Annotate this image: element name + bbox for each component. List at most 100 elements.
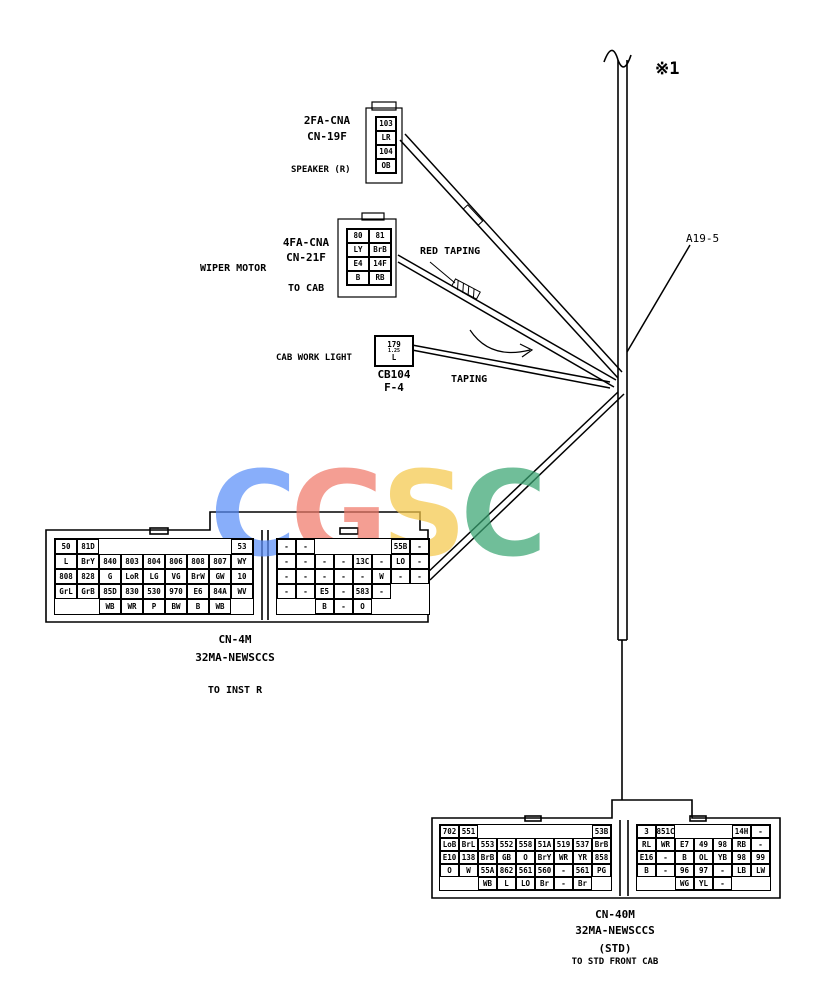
- front-right-pin-cell: 99: [751, 851, 770, 864]
- inst-left-pin-cell: LoR: [121, 569, 143, 584]
- marker-note: ※1: [655, 59, 680, 79]
- inst-left-pin-cell: 50: [55, 539, 77, 554]
- inst-right-pin-cell: [334, 539, 353, 554]
- front-left-pin-cell: BrL: [459, 838, 478, 851]
- front-left-pin-cell: 55A: [478, 864, 497, 877]
- front-right-pin-cell: 97: [694, 864, 713, 877]
- inst-left-pin-cell: 84A: [209, 584, 231, 599]
- inst-right-pin-cell: -: [296, 569, 315, 584]
- taping-label: TAPING: [451, 374, 488, 385]
- inst-left-pin-cell: B: [187, 599, 209, 614]
- inst-right-pin-cell: -: [334, 599, 353, 614]
- front-left-pin-cell: [440, 877, 459, 890]
- inst-right-pin-cell: -: [410, 554, 429, 569]
- inst-right-pin-cell: -: [410, 569, 429, 584]
- inst-right-pin-cell: [410, 599, 429, 614]
- inst-left-pin-cell: P: [143, 599, 165, 614]
- front-right-pin-cell: LB: [732, 864, 751, 877]
- inst-left-pin-cell: [55, 599, 77, 614]
- inst-connector-title1: CN-4M: [218, 633, 252, 646]
- front-right-pin-cell: LW: [751, 864, 770, 877]
- inst-left-pin-cell: LG: [143, 569, 165, 584]
- front-right-pin-cell: -: [751, 825, 770, 838]
- inst-connector-title2: 32MA-NEWSCCS: [195, 651, 275, 664]
- inst-left-pin-cell: BrW: [187, 569, 209, 584]
- wiper-pin-cell: BrB: [369, 243, 391, 257]
- inst-right-pin-cell: [372, 599, 391, 614]
- inst-left-pin-cell: WB: [99, 599, 121, 614]
- harness-branches: [397, 133, 691, 581]
- inst-connector-title3: TO INST R: [207, 685, 263, 696]
- inst-right-pin-cell: 13C: [353, 554, 372, 569]
- inst-left-pin-cell: GW: [209, 569, 231, 584]
- front-right-pin-cell: -: [713, 864, 732, 877]
- inst-left-pin-cell: L: [55, 554, 77, 569]
- front-left-pin-cell: PG: [592, 864, 611, 877]
- front-right-pin-cell: [675, 825, 694, 838]
- front-right-pin-cell: RL: [637, 838, 656, 851]
- inst-right-pin-cell: B: [315, 599, 334, 614]
- inst-right-pin-cell: -: [353, 569, 372, 584]
- speaker-pin-cell: 103: [376, 117, 396, 131]
- inst-left-pin-cell: 840: [99, 554, 121, 569]
- red-taping-mark: [429, 261, 481, 300]
- front-right-pin-cell: 851C: [656, 825, 675, 838]
- inst-left-pin-cell: 808: [187, 554, 209, 569]
- front-left-pin-cell: 862: [497, 864, 516, 877]
- front-right-pin-cell: 3: [637, 825, 656, 838]
- work-light-title2: F-4: [384, 381, 404, 394]
- inst-right-pin-cell: -: [372, 554, 391, 569]
- front-right-pin-cell: B: [637, 864, 656, 877]
- inst-left-pin-cell: 970: [165, 584, 187, 599]
- front-right-pin-cell: [656, 877, 675, 890]
- inst-left-pin-cell: WV: [231, 584, 253, 599]
- front-right-pin-cell: YL: [694, 877, 713, 890]
- front-right-pin-cell: B: [675, 851, 694, 864]
- front-left-pin-cell: [535, 825, 554, 838]
- inst-right-pin-cell: -: [372, 584, 391, 599]
- wiper-pin-cell: 80: [347, 229, 369, 243]
- front-right-pin-cell: OL: [694, 851, 713, 864]
- front-left-pin-cell: Br: [573, 877, 592, 890]
- front-left-pin-cell: L: [497, 877, 516, 890]
- inst-left-pin-cell: 806: [165, 554, 187, 569]
- speaker-pin-cell: OB: [376, 159, 396, 173]
- front-right-pin-cell: -: [656, 851, 675, 864]
- front-right-pin-cell: [637, 877, 656, 890]
- front-right-pin-cell: E7: [675, 838, 694, 851]
- wiper-connector-title3: TO CAB: [288, 283, 325, 294]
- inst-right-pin-cell: -: [315, 554, 334, 569]
- inst-right-pin-cell: -: [277, 554, 296, 569]
- front-right-pin-cell: 98: [713, 838, 732, 851]
- watermark-letter: C: [460, 445, 547, 583]
- main-harness-trunk: [603, 49, 632, 800]
- inst-left-pin-cell: 828: [77, 569, 99, 584]
- front-left-pin-cell: 558: [516, 838, 535, 851]
- inst-right-pin-cell: [296, 599, 315, 614]
- inst-right-pin-cell: -: [296, 539, 315, 554]
- inst-right-pin-cell: O: [353, 599, 372, 614]
- red-taping-label: RED TAPING: [420, 246, 481, 257]
- taping-arrow: [469, 329, 534, 358]
- inst-left-pin-cell: [187, 539, 209, 554]
- front-connector-title3: (STD): [598, 942, 632, 955]
- wiper-pin-cell: 14F: [369, 257, 391, 271]
- inst-right-pin-cell: W: [372, 569, 391, 584]
- front-right-pin-cell: WG: [675, 877, 694, 890]
- inst-right-pin-cell: -: [391, 569, 410, 584]
- inst-left-pin-cell: E6: [187, 584, 209, 599]
- inst-left-pin-cell: BW: [165, 599, 187, 614]
- front-left-pin-cell: LoB: [440, 838, 459, 851]
- front-right-pin-cell: -: [751, 838, 770, 851]
- front-left-pin-cell: Br: [535, 877, 554, 890]
- wiper-connector-title1: 4FA-CNA: [282, 236, 330, 249]
- front-left-pin-cell: WR: [554, 851, 573, 864]
- inst-left-pin-cell: 10: [231, 569, 253, 584]
- wiper-connector-tab: [337, 212, 397, 298]
- front-right-pin-cell: [751, 877, 770, 890]
- inst-left-pin-cell: [143, 539, 165, 554]
- front-left-pin-cell: [573, 825, 592, 838]
